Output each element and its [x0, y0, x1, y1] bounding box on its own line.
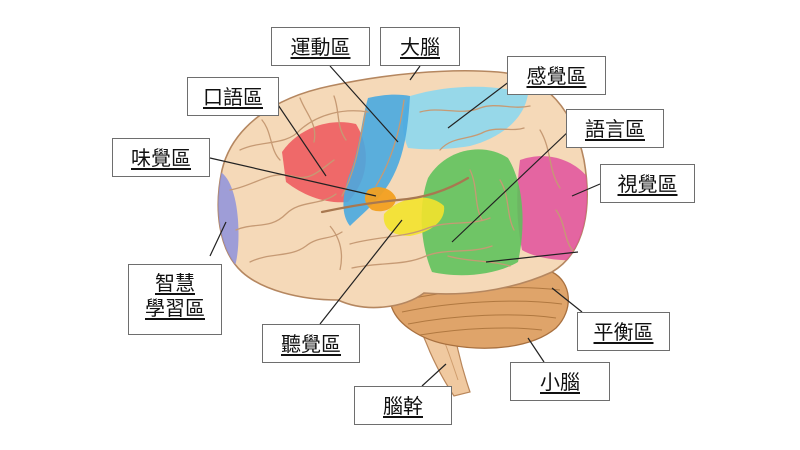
label-sensory-area: 感覺區	[507, 56, 606, 95]
label-brainstem: 腦幹	[354, 386, 452, 425]
label-cerebrum: 大腦	[380, 27, 460, 66]
label-cerebellum: 小腦	[510, 362, 610, 401]
label-balance-area: 平衡區	[577, 312, 670, 351]
label-visual-area: 視覺區	[600, 164, 695, 203]
label-hearing-area: 聽覺區	[262, 324, 360, 363]
label-speech-area: 口語區	[187, 77, 279, 116]
label-wisdom-learning-area: 智慧 學習區	[128, 264, 222, 335]
label-taste-area: 味覺區	[112, 138, 210, 177]
label-language-area: 語言區	[566, 109, 664, 148]
label-motor-area: 運動區	[271, 27, 370, 66]
